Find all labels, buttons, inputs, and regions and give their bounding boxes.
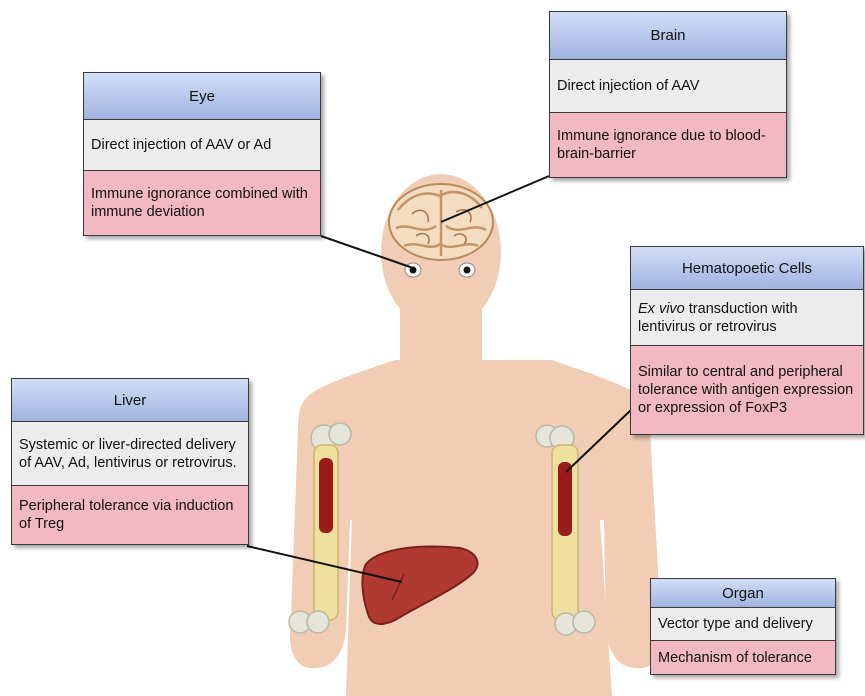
liver-vector-delivery: Systemic or liver-directed delivery of A… — [12, 422, 248, 486]
liver-box: Liver Systemic or liver-directed deliver… — [11, 378, 249, 545]
brain-box-title: Brain — [550, 12, 786, 60]
hematopoetic-tolerance-mechanism: Similar to central and peripheral tolera… — [631, 346, 863, 434]
liver-tolerance-mechanism: Peripheral tolerance via induction of Tr… — [12, 486, 248, 544]
eye-vector-delivery: Direct injection of AAV or Ad — [84, 120, 320, 171]
legend-vector-delivery: Vector type and delivery — [651, 608, 835, 641]
brain-tolerance-mechanism: Immune ignorance due to blood-brain-barr… — [550, 113, 786, 177]
legend-title: Organ — [651, 579, 835, 608]
hematopoetic-vector-delivery: Ex vivo transduction with lentivirus or … — [631, 290, 863, 346]
brain-vector-delivery: Direct injection of AAV — [550, 60, 786, 113]
eye-box-title: Eye — [84, 73, 320, 120]
brain-box: Brain Direct injection of AAV Immune ign… — [549, 11, 787, 178]
legend-tolerance-mechanism: Mechanism of tolerance — [651, 641, 835, 674]
legend-box: Organ Vector type and delivery Mechanism… — [650, 578, 836, 675]
ex-vivo-italic: Ex vivo — [638, 301, 685, 317]
eye-box: Eye Direct injection of AAV or Ad Immune… — [83, 72, 321, 236]
eye-tolerance-mechanism: Immune ignorance combined with immune de… — [84, 171, 320, 235]
liver-box-title: Liver — [12, 379, 248, 422]
hematopoetic-box-title: Hematopoetic Cells — [631, 247, 863, 290]
hematopoetic-box: Hematopoetic Cells Ex vivo transduction … — [630, 246, 864, 435]
